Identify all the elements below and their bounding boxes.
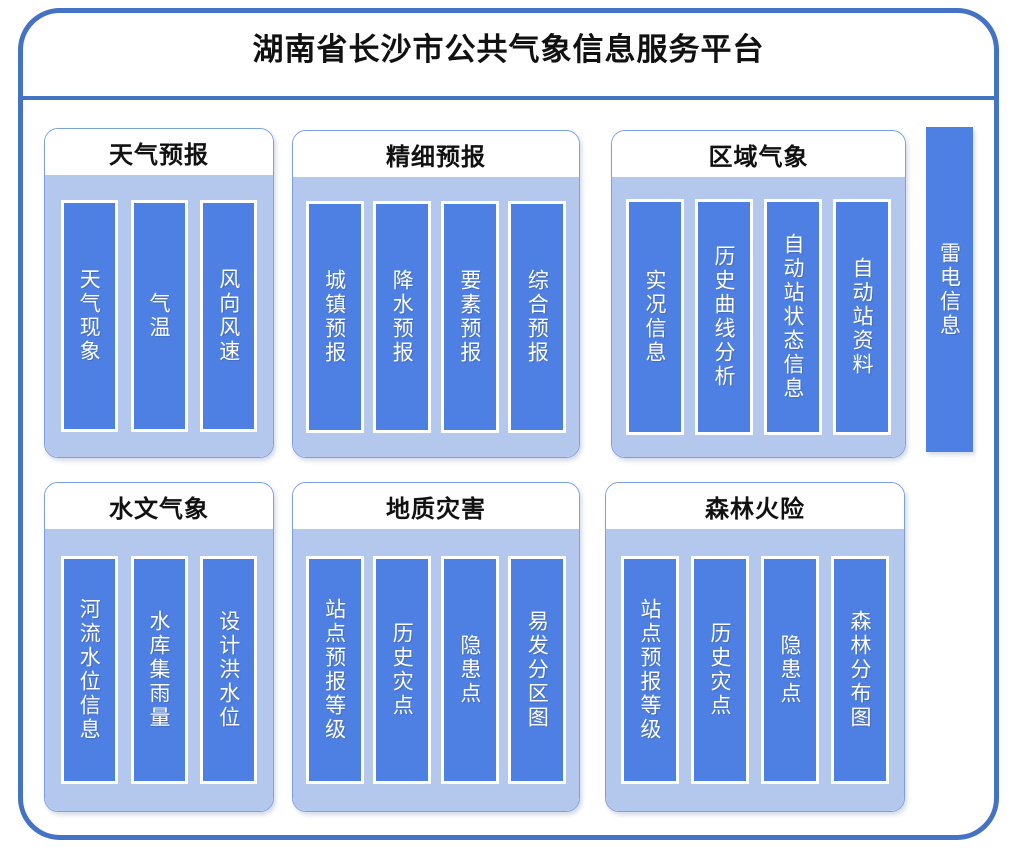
module-item[interactable]: 水库集雨量	[130, 556, 188, 784]
panel-body: 实况信息 历史曲线分析 自动站状态信息 自动站资料	[612, 177, 905, 457]
module-item[interactable]: 站点预报等级	[305, 556, 364, 784]
module-lightning-info[interactable]: 雷电信息	[926, 127, 973, 452]
panel-title: 区域气象	[612, 131, 905, 177]
panel-title: 森林火险	[606, 483, 904, 529]
module-item[interactable]: 历史灾点	[373, 556, 432, 784]
module-item[interactable]: 风向风速	[200, 200, 258, 432]
panel-title: 地质灾害	[293, 483, 579, 529]
panel-forest-fire-risk[interactable]: 森林火险 站点预报等级 历史灾点 隐患点 森林分布图	[605, 482, 905, 812]
panel-fine-forecast[interactable]: 精细预报 城镇预报 降水预报 要素预报 综合预报	[292, 130, 580, 458]
module-item[interactable]: 设计洪水位	[200, 556, 258, 784]
panel-body: 城镇预报 降水预报 要素预报 综合预报	[293, 177, 579, 457]
panel-geological-hazard[interactable]: 地质灾害 站点预报等级 历史灾点 隐患点 易发分区图	[292, 482, 580, 812]
module-item[interactable]: 天气现象	[60, 200, 118, 432]
module-item[interactable]: 气温	[130, 200, 188, 432]
panel-title: 水文气象	[45, 483, 273, 529]
module-item[interactable]: 站点预报等级	[621, 556, 679, 784]
module-item[interactable]: 降水预报	[373, 201, 432, 433]
panel-hydrological-meteorology[interactable]: 水文气象 河流水位信息 水库集雨量 设计洪水位	[44, 482, 274, 812]
module-item[interactable]: 自动站资料	[833, 199, 891, 435]
panel-title: 精细预报	[293, 131, 579, 177]
module-item[interactable]: 隐患点	[761, 556, 819, 784]
module-item[interactable]: 要素预报	[440, 201, 499, 433]
page-title: 湖南省长沙市公共气象信息服务平台	[252, 31, 765, 68]
module-item[interactable]: 历史灾点	[691, 556, 749, 784]
panel-title: 天气预报	[45, 129, 273, 175]
module-item[interactable]: 河流水位信息	[60, 556, 118, 784]
module-item[interactable]: 易发分区图	[508, 556, 567, 784]
panel-weather-forecast[interactable]: 天气预报 天气现象 气温 风向风速	[44, 128, 274, 458]
panel-body: 天气现象 气温 风向风速	[45, 175, 273, 457]
panel-regional-meteorology[interactable]: 区域气象 实况信息 历史曲线分析 自动站状态信息 自动站资料	[611, 130, 906, 458]
module-item[interactable]: 实况信息	[626, 199, 684, 435]
panel-body: 站点预报等级 历史灾点 隐患点 森林分布图	[606, 529, 904, 811]
header-band: 湖南省长沙市公共气象信息服务平台	[18, 8, 999, 100]
module-item[interactable]: 自动站状态信息	[764, 199, 822, 435]
module-item[interactable]: 城镇预报	[305, 201, 364, 433]
module-item[interactable]: 隐患点	[440, 556, 499, 784]
module-item[interactable]: 综合预报	[508, 201, 567, 433]
panel-body: 河流水位信息 水库集雨量 设计洪水位	[45, 529, 273, 811]
panel-body: 站点预报等级 历史灾点 隐患点 易发分区图	[293, 529, 579, 811]
module-item[interactable]: 森林分布图	[831, 556, 889, 784]
module-item[interactable]: 历史曲线分析	[695, 199, 753, 435]
